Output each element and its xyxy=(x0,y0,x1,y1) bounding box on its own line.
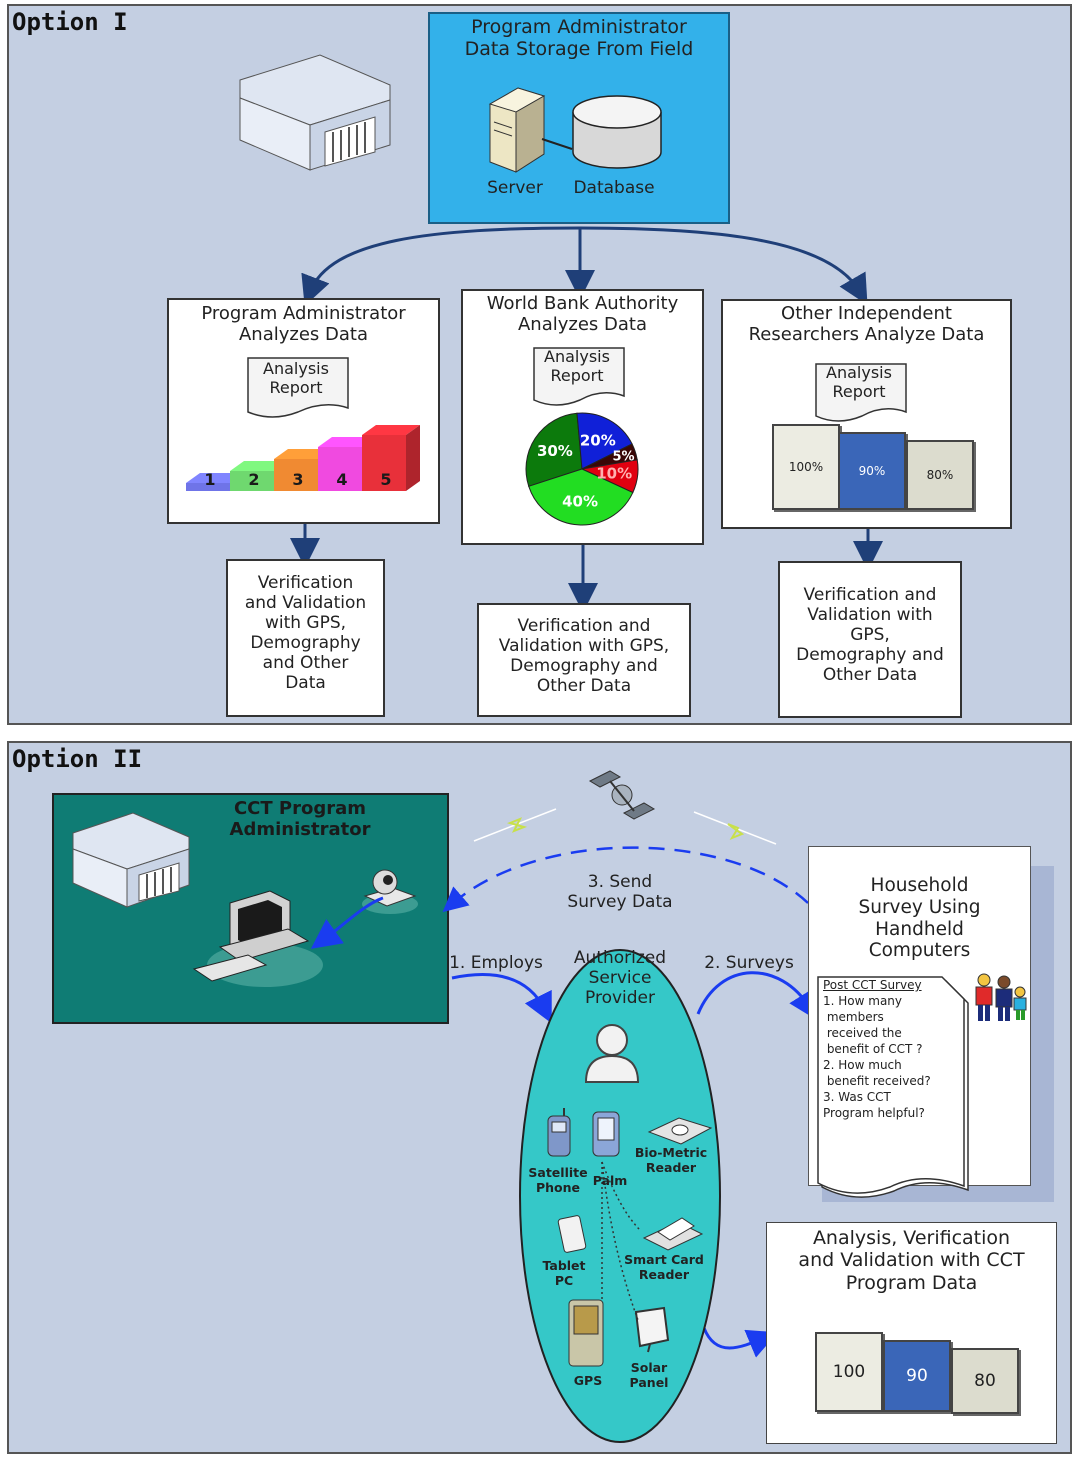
household-title: Household Survey Using Handheld Computer… xyxy=(858,875,981,962)
server-label: Server xyxy=(487,178,543,198)
storage-title: Program Administrator Data Storage From … xyxy=(464,16,694,61)
verif-oir-text: Verification and Validation with GPS, De… xyxy=(796,585,944,686)
server-database-link xyxy=(541,138,573,150)
oir-bar-label: 100% xyxy=(788,460,824,474)
option-1-title: Option I xyxy=(12,8,128,36)
satellite-phone-icon xyxy=(547,1108,571,1157)
step-label: 1 xyxy=(204,470,215,489)
branch-oir-title: Other Independent Researchers Analyze Da… xyxy=(748,303,985,346)
building-icon xyxy=(239,54,391,171)
branch-oir-report: Analysis Report xyxy=(826,363,892,401)
branch-pa-title: Program Administrator Analyzes Data xyxy=(201,303,406,346)
step-label: 2 xyxy=(248,470,259,489)
report-doc-icon xyxy=(533,347,625,406)
step-label: 5 xyxy=(380,470,391,489)
person-icon xyxy=(584,1024,640,1083)
person-at-desk-icon xyxy=(362,869,418,914)
arrow-to-pa xyxy=(301,226,581,306)
pie-label: 40% xyxy=(562,492,598,510)
pie-slice xyxy=(528,468,634,526)
survey-q3: 3. Was CCT Program helpful? xyxy=(823,1090,925,1120)
satellite-icon xyxy=(588,770,656,820)
analysis-bars-chart: 100 90 80 xyxy=(815,1332,1025,1417)
verif-pa-text: Verification and Validation with GPS, De… xyxy=(244,573,367,694)
verif-wb-text: Verification and Validation with GPS, De… xyxy=(498,616,670,697)
oir-bar: 100% xyxy=(772,424,840,510)
signal-left-icon xyxy=(473,808,557,842)
branch-wb-report: Analysis Report xyxy=(544,347,610,385)
satellite-phone-label: Satellite Phone xyxy=(528,1165,588,1195)
verif-wb-box xyxy=(477,603,691,717)
branch-wb-title: World Bank Authority Analyzes Data xyxy=(486,293,679,336)
surveys-label: 2. Surveys xyxy=(704,953,794,973)
analysis-bar: 80 xyxy=(951,1348,1019,1414)
pie-label: 30% xyxy=(537,442,573,460)
gps-label: GPS xyxy=(573,1373,603,1388)
analysis-bar: 100 xyxy=(815,1332,883,1412)
biometric-icon xyxy=(647,1117,713,1145)
analysis-arrow xyxy=(702,1327,778,1358)
storage-arrows xyxy=(290,226,883,613)
family-icon xyxy=(975,973,1027,1021)
employs-arrow xyxy=(451,973,552,1024)
step-label: 4 xyxy=(336,470,347,489)
analysis-bar-label: 80 xyxy=(974,1371,996,1391)
solar-panel-icon xyxy=(634,1306,670,1353)
survey-q1: 1. How many members received the benefit… xyxy=(823,994,923,1056)
smart-card-label: Smart Card Reader xyxy=(624,1252,704,1282)
analysis-bar: 90 xyxy=(883,1340,951,1412)
oir-bar: 90% xyxy=(838,432,906,510)
pie-label: 5% xyxy=(613,450,635,465)
biometric-label: Bio-Metric Reader xyxy=(634,1145,708,1175)
provider-title: Authorized Service Provider xyxy=(573,948,667,1009)
survey-title: Post CCT Survey xyxy=(823,978,922,992)
server-icon xyxy=(488,87,546,173)
palm-icon xyxy=(592,1111,620,1157)
verif-pa-box xyxy=(226,559,385,717)
report-doc-icon xyxy=(815,363,907,422)
solar-label: Solar Panel xyxy=(629,1360,669,1390)
step-5: 5 xyxy=(362,425,420,491)
survey-doc xyxy=(817,976,969,1198)
arrow-to-oir xyxy=(579,226,868,305)
building-icon xyxy=(72,812,190,908)
branch-pa-report: Analysis Report xyxy=(263,359,329,397)
pie-label: 20% xyxy=(580,432,616,450)
tablet-label: Tablet PC xyxy=(542,1258,586,1288)
analysis-title: Analysis, Verification and Validation wi… xyxy=(798,1227,1025,1294)
smart-card-icon xyxy=(642,1217,704,1251)
send-data-label: 3. Send Survey Data xyxy=(567,872,673,913)
pie-slice xyxy=(525,412,583,487)
database-label: Database xyxy=(573,178,655,198)
oir-bar: 80% xyxy=(906,440,974,510)
analysis-bar-label: 90 xyxy=(906,1366,928,1386)
verif-oir-box xyxy=(778,561,962,718)
pie-chart: 30% 20%5%10% 40% xyxy=(525,412,639,526)
database-icon xyxy=(572,95,662,169)
oir-bar-label: 80% xyxy=(926,468,954,482)
tablet-icon xyxy=(557,1215,587,1253)
step-label: 3 xyxy=(292,470,303,489)
option-2-title: Option II xyxy=(12,745,143,773)
computer-icon xyxy=(192,890,323,987)
surveys-arrow xyxy=(696,971,818,1021)
survey-q2: 2. How much benefit received? xyxy=(823,1058,931,1088)
analysis-bar-label: 100 xyxy=(832,1362,866,1382)
signal-right-icon xyxy=(693,811,777,845)
oir-bar-label: 90% xyxy=(858,464,886,478)
employs-label: 1. Employs xyxy=(449,953,543,973)
device-links xyxy=(601,1161,641,1321)
oir-bars-chart: 100% 90% 80% xyxy=(770,424,980,514)
admin-internal-arrow xyxy=(310,896,384,949)
steps-chart: 1 2 3 4 5 xyxy=(186,425,420,491)
report-doc-icon xyxy=(247,357,349,418)
pie-label: 10% xyxy=(596,464,632,482)
cct-admin-title: CCT Program Administrator xyxy=(229,798,371,841)
pie-slice xyxy=(576,412,633,470)
gps-icon xyxy=(568,1299,604,1367)
palm-label: Palm xyxy=(592,1173,628,1188)
